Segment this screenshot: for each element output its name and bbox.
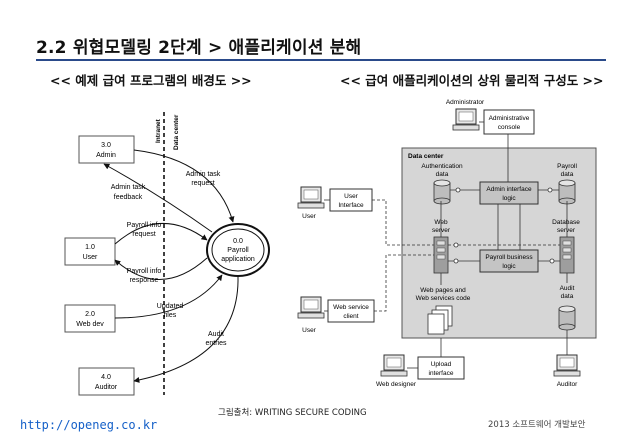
database-server-label: Database (552, 219, 580, 226)
context-diagram: Intranet Data center 3.0 Admin 1.0 User … (64, 112, 270, 396)
page-title: 2.2 위협모델링 2단계 > 애플리케이션 분해 (36, 38, 362, 58)
user-entity-label: User (83, 254, 98, 261)
label-admin-feedback2: feedback (114, 194, 143, 201)
label-payroll-request2: request (132, 231, 155, 238)
auditor-computer-icon (553, 354, 581, 377)
label-payroll-response2: response (130, 277, 159, 284)
web-service-client-label2: client (343, 313, 358, 320)
flow-payroll-response (114, 257, 208, 280)
auth-admin-connector (455, 187, 461, 193)
flow-audit-entries (133, 275, 239, 383)
label-audit-entries: Audit (208, 331, 224, 338)
web-designer-label: Web designer (376, 381, 417, 388)
user-entity: 1.0 User (64, 237, 116, 266)
administrator-computer-icon (452, 108, 480, 131)
user-interface-label2: Interface (338, 202, 364, 209)
webdev-entity-id: 2.0 (85, 311, 95, 318)
title-rule (36, 59, 606, 61)
flow-admin-request (133, 149, 235, 223)
auth-data-label2: data (436, 171, 449, 178)
data-center-label: Data center (408, 153, 444, 160)
database-server-icon (559, 236, 575, 274)
web-server-icon (433, 236, 449, 274)
webdev-entity-label: Web dev (76, 321, 104, 328)
interface-webserver-link (372, 199, 434, 246)
payroll-process-id: 0.0 (233, 238, 243, 245)
web-pages-label2: Web services code (416, 295, 471, 302)
physical-diagram: Administrator Administrative console Dat… (297, 99, 597, 388)
intranet-label: Intranet (155, 118, 162, 143)
label-admin-feedback: Admin task (111, 184, 146, 191)
right-subtitle: << 급여 애플리케이션의 상위 물리적 구성도 >> (340, 73, 604, 88)
payroll-process-label: Payroll (227, 247, 249, 254)
payroll-process: 0.0 Payroll application (206, 223, 270, 277)
auth-database-icon (433, 179, 451, 205)
footer-note: 2013 소프트웨어 개발보안 (488, 420, 586, 430)
web-service-client-label: Web service (333, 304, 369, 311)
admin-console-label2: console (498, 124, 521, 131)
upload-interface-box: Upload interface (417, 356, 465, 380)
admin-interface-logic-box: Admin interface logic (479, 181, 539, 205)
auditor-entity-label: Auditor (95, 384, 118, 391)
upload-interface-label: Upload (431, 361, 452, 368)
admin-entity-label: Admin (96, 152, 116, 159)
admin-interface-logic-label2: logic (502, 195, 516, 202)
label-admin-request2: request (191, 180, 214, 187)
user-entity-id: 1.0 (85, 244, 95, 251)
web-db-connector (453, 242, 459, 248)
business-db-connector (549, 258, 555, 264)
label-audit-entries2: entries (205, 340, 227, 347)
payroll-business-logic-label: Payroll business (485, 254, 533, 261)
datacenter-label: Data center (173, 114, 180, 150)
auth-data-label: Authentication (421, 163, 463, 170)
payroll-database-icon (558, 179, 576, 205)
label-updated-files: Updated (157, 303, 184, 310)
user1-computer-icon (297, 186, 325, 209)
web-pages-label: Web pages and (420, 287, 466, 294)
payroll-business-logic-box: Payroll business logic (479, 249, 539, 273)
admin-console-box: Administrative console (483, 109, 535, 135)
payroll-process-label2: application (221, 256, 255, 263)
client-webserver-link (374, 254, 434, 312)
admin-entity: 3.0 Admin (78, 135, 135, 164)
admin-console-label: Administrative (489, 115, 530, 122)
label-admin-request: Admin task (186, 171, 221, 178)
label-payroll-request: Payroll info (127, 222, 162, 229)
upload-interface-label2: interface (429, 370, 454, 377)
flow-admin-feedback (103, 163, 213, 233)
payroll-data-label2: data (561, 171, 574, 178)
audit-data-label2: data (561, 293, 574, 300)
footer-url-link[interactable]: http://openeg.co.kr (20, 418, 158, 432)
web-server-label2: server (432, 227, 451, 234)
auditor-label: Auditor (557, 381, 578, 388)
admin-interface-logic-label: Admin interface (486, 186, 532, 193)
web-designer-computer-icon (380, 354, 408, 377)
document-stack-icon (427, 305, 453, 335)
flow-payroll-request (114, 222, 208, 245)
figure-caption: 그림출처: WRITING SECURE CODING (218, 408, 367, 418)
database-server-label2: server (557, 227, 576, 234)
auditor-entity-id: 4.0 (101, 374, 111, 381)
user2-label: User (302, 327, 317, 334)
user2-computer-icon (297, 296, 325, 319)
audit-data-label: Audit (560, 285, 575, 292)
web-business-connector (453, 258, 459, 264)
administrator-label: Administrator (446, 99, 485, 106)
payroll-business-logic-label2: logic (502, 263, 516, 270)
user-interface-label: User (344, 193, 359, 200)
flow-updated-files (114, 274, 223, 319)
label-payroll-response: Payroll info (127, 268, 162, 275)
payroll-data-label: Payroll (557, 163, 577, 170)
label-updated-files2: files (164, 312, 177, 319)
webdev-entity: 2.0 Web dev (64, 304, 116, 333)
admin-payroll-connector (547, 187, 553, 193)
left-subtitle: << 예제 급여 프로그램의 배경도 >> (50, 73, 252, 88)
user1-label: User (302, 213, 317, 220)
audit-database-icon (558, 305, 576, 331)
web-service-client-box: Web service client (327, 299, 375, 323)
admin-entity-id: 3.0 (101, 142, 111, 149)
user-interface-box: User Interface (329, 188, 373, 212)
auditor-entity: 4.0 Auditor (78, 367, 135, 396)
